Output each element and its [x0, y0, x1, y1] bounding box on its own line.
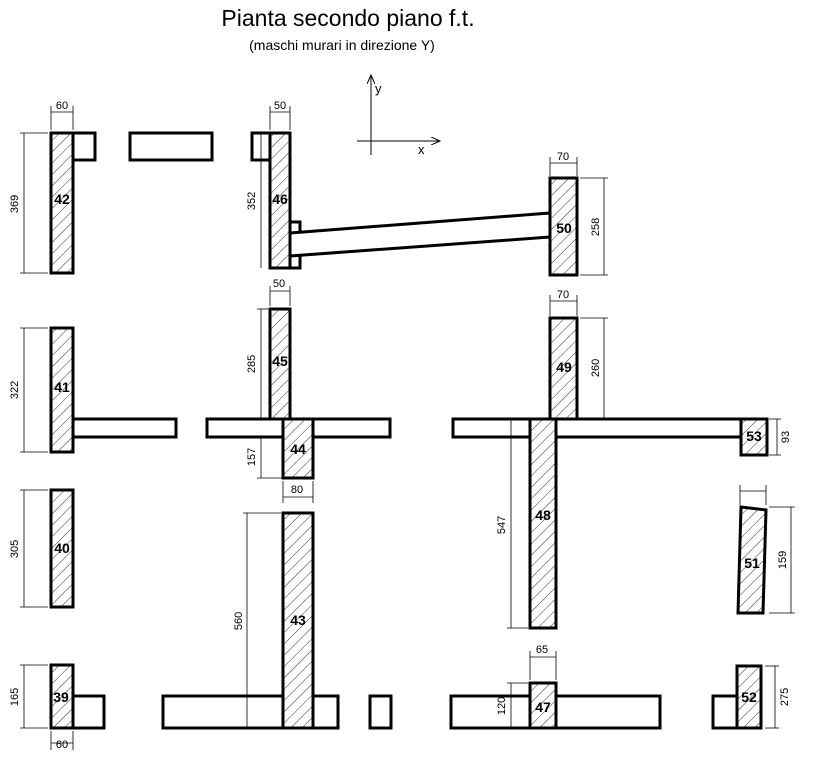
pier-51 — [735, 664, 763, 730]
x-axis-label: x — [418, 142, 425, 157]
pier-label-53: 53 — [746, 428, 762, 444]
dim-47-height: 120 — [496, 697, 508, 715]
page-subtitle: (maschi murari in direzione Y) — [249, 37, 435, 53]
pier-label-45: 45 — [272, 353, 288, 369]
pier-52 — [736, 505, 768, 615]
pier-label-42: 42 — [54, 191, 70, 207]
pier-label-39: 39 — [53, 689, 69, 705]
dim-50-height: 258 — [590, 218, 602, 236]
dim-45-height: 285 — [246, 355, 258, 373]
dim-46-width: 50 — [274, 100, 286, 112]
dim-49-height: 260 — [590, 359, 602, 377]
dim-45-width: 50 — [273, 278, 285, 290]
pier-50 — [548, 176, 579, 277]
pier-42 — [49, 131, 75, 275]
dim-44-height: 157 — [246, 448, 258, 466]
wall-small-bottom — [368, 694, 393, 730]
pier-53 — [739, 417, 769, 457]
dim-44-width: 80 — [291, 484, 303, 496]
pier-40 — [49, 488, 75, 609]
pier-46 — [268, 131, 292, 270]
pier-label-43: 43 — [290, 612, 306, 628]
pier-label-41: 41 — [54, 379, 70, 395]
dim-42-height: 369 — [9, 195, 21, 213]
pier-label-52: 51 — [744, 555, 760, 571]
dim-49-width: 70 — [557, 289, 569, 301]
axis-indicator: y x — [357, 75, 440, 157]
dim-40-height: 305 — [9, 540, 21, 558]
y-axis-label: y — [375, 81, 382, 96]
dim-52-height: 159 — [777, 551, 789, 569]
pier-49 — [548, 316, 579, 421]
pier-label-51: 52 — [741, 689, 757, 705]
dim-39-width: 60 — [56, 739, 68, 751]
wall-39-flange — [71, 694, 106, 730]
pier-label-40: 40 — [54, 540, 70, 556]
dim-53-height: 93 — [780, 431, 792, 443]
wall-51-flange — [711, 694, 739, 730]
dimension-lines — [20, 106, 795, 750]
pier-labels: 42 46 50 41 45 44 49 53 48 40 43 51 39 4… — [53, 191, 762, 715]
pier-label-49: 49 — [556, 359, 572, 375]
piers — [49, 131, 769, 730]
pier-41 — [49, 326, 75, 454]
dim-51-height: 275 — [779, 688, 791, 706]
dim-39-height: 165 — [9, 688, 21, 706]
walls — [71, 131, 769, 730]
dimension-labels: 60 369 50 352 70 258 50 285 322 157 70 2… — [9, 100, 792, 751]
wall-42-flange — [71, 131, 97, 162]
page-title: Pianta secondo piano f.t. — [221, 5, 474, 31]
pier-47 — [528, 681, 558, 730]
dim-42-width: 60 — [56, 100, 68, 112]
pier-label-48: 48 — [535, 507, 551, 523]
wall-connecting-beam — [288, 211, 552, 258]
dim-41-height: 322 — [9, 381, 21, 399]
pier-label-44: 44 — [290, 441, 306, 457]
dim-47-width: 65 — [536, 644, 548, 656]
pier-45 — [268, 307, 292, 421]
dim-46-height: 352 — [246, 192, 258, 210]
dim-48-height: 547 — [496, 516, 508, 534]
pier-label-46: 46 — [272, 191, 288, 207]
dim-43-height: 560 — [233, 612, 245, 630]
dim-50-width: 70 — [557, 151, 569, 163]
wall-48-flange — [451, 417, 769, 439]
pier-label-47: 47 — [535, 699, 551, 715]
pier-label-50: 50 — [556, 220, 572, 236]
pier-43 — [281, 511, 315, 730]
pier-39 — [49, 663, 75, 730]
pier-44 — [281, 417, 315, 480]
wall-41-flange — [71, 417, 178, 439]
wall-top-middle — [128, 131, 214, 162]
pier-48 — [528, 417, 558, 630]
